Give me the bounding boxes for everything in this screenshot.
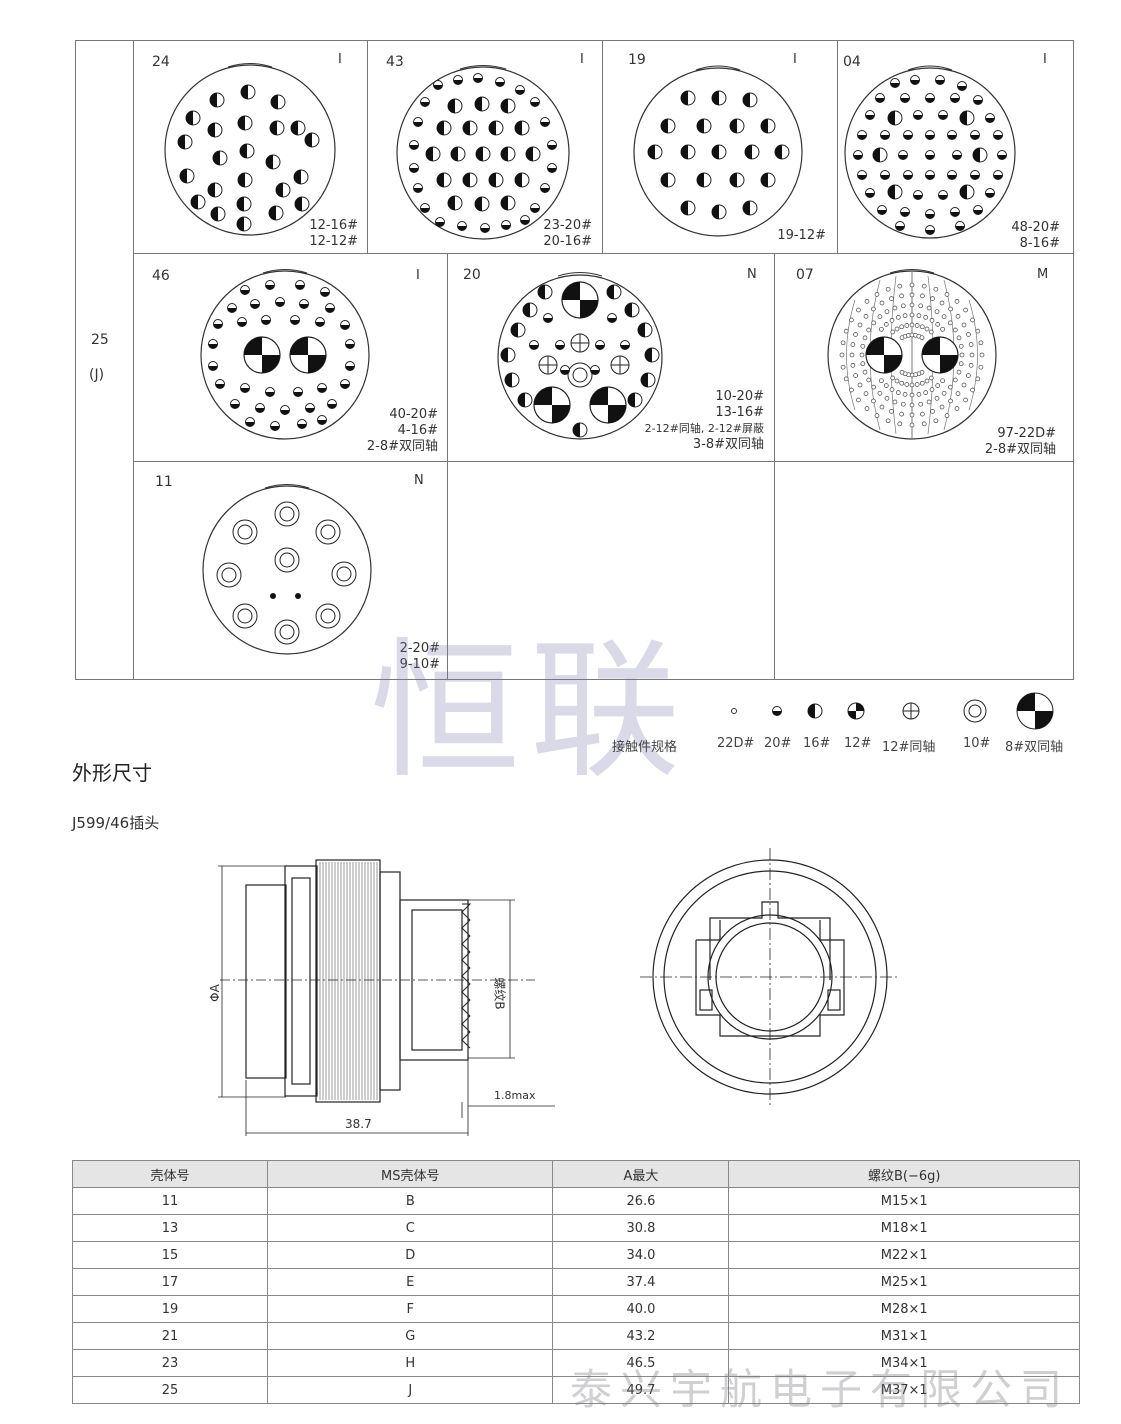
legend-symbols <box>731 692 1054 730</box>
insert-11-diagram <box>202 484 372 655</box>
model-title: J599/46插头 <box>72 814 160 832</box>
table-cell: H <box>267 1349 554 1377</box>
insert-20-diagram <box>497 272 663 440</box>
insert-24-diagram <box>164 63 336 236</box>
dimension-phi-a: ΦA <box>207 984 222 1002</box>
contact-spec: 12-16#12-12# <box>309 218 358 249</box>
table-cell: M22×1 <box>728 1241 1080 1269</box>
table-cell: E <box>267 1268 554 1296</box>
arrangement-type: I <box>338 52 342 67</box>
legend-16: 16# <box>803 736 831 751</box>
table-cell: 19 <box>71 1295 269 1323</box>
arrangement-type: I <box>1043 52 1047 67</box>
contact-spec: 23-20#20-16# <box>543 218 592 249</box>
table-cell: 37.4 <box>552 1268 730 1296</box>
insert-arrangement-diagrams <box>164 63 1016 655</box>
contact-spec: 97-22D#2-8#双同轴 <box>984 426 1056 457</box>
legend-8-twinax: 8#双同轴 <box>1005 740 1064 755</box>
legend-12: 12# <box>844 736 872 751</box>
legend-10: 10# <box>963 736 991 751</box>
arrangement-no: 24 <box>152 54 170 70</box>
arrangement-no: 19 <box>628 52 646 68</box>
dimension-thread-b: 螺纹B <box>492 977 507 1010</box>
table-cell: 30.8 <box>552 1214 730 1242</box>
table-cell: M28×1 <box>728 1295 1080 1323</box>
shell-size-label: 25 <box>91 332 109 348</box>
arrangement-no: 20 <box>463 267 481 283</box>
table-cell: 26.6 <box>552 1187 730 1215</box>
arrangement-no: 43 <box>386 54 404 70</box>
arrangement-type: N <box>414 473 424 488</box>
arrangement-type: I <box>580 52 584 67</box>
legend-20: 20# <box>764 736 792 751</box>
table-cell: C <box>267 1214 554 1242</box>
col-header-thread-b: 螺纹B(−6g) <box>728 1160 1080 1188</box>
table-cell: M37×1 <box>728 1376 1080 1404</box>
arrangement-type: I <box>793 52 797 67</box>
legend-title: 接触件规格 <box>612 740 678 755</box>
insert-46-diagram <box>200 269 370 440</box>
arrangement-type: N <box>747 267 757 282</box>
table-cell: B <box>267 1187 554 1215</box>
insert-43-diagram <box>396 65 570 240</box>
table-cell: M31×1 <box>728 1322 1080 1350</box>
col-header-shell: 壳体号 <box>71 1160 269 1188</box>
table-cell: D <box>267 1241 554 1269</box>
table-cell: J <box>267 1376 554 1404</box>
table-cell: 49.7 <box>552 1376 730 1404</box>
col-header-ms-shell: MS壳体号 <box>267 1160 554 1188</box>
contact-spec: 48-20#8-16# <box>1011 220 1060 251</box>
table-cell: 11 <box>71 1187 269 1215</box>
table-cell: 43.2 <box>552 1322 730 1350</box>
contact-spec: 2-20#9-10# <box>399 641 440 672</box>
table-cell: G <box>267 1322 554 1350</box>
arrangement-no: 07 <box>796 267 814 283</box>
arrangement-type: I <box>416 268 420 283</box>
table-cell: 40.0 <box>552 1295 730 1323</box>
outline-drawing <box>218 848 900 1136</box>
insert-19-diagram <box>633 65 803 237</box>
legend-12-coax: 12#同轴 <box>882 740 936 755</box>
dimension-length: 38.7 <box>345 1117 372 1131</box>
section-title: 外形尺寸 <box>72 761 152 785</box>
watermark-logo-text: 恒联 <box>370 625 691 799</box>
arrangement-no: 11 <box>155 474 173 490</box>
table-cell: F <box>267 1295 554 1323</box>
table-cell: 23 <box>71 1349 269 1377</box>
arrangement-no: 04 <box>843 54 861 70</box>
table-cell: M18×1 <box>728 1214 1080 1242</box>
table-cell: 15 <box>71 1241 269 1269</box>
arrangement-type: M <box>1037 267 1049 282</box>
table-cell: 17 <box>71 1268 269 1296</box>
insert-07-diagram <box>827 269 997 440</box>
insert-04-diagram <box>844 65 1016 239</box>
watermark-company: 泰兴宇航电子有限公司 <box>570 1365 1071 1414</box>
table-cell: 34.0 <box>552 1241 730 1269</box>
shell-size-sub: (J) <box>89 367 105 383</box>
arrangement-no: 46 <box>152 268 170 284</box>
table-cell: 13 <box>71 1214 269 1242</box>
table-cell: M25×1 <box>728 1268 1080 1296</box>
table-cell: 25 <box>71 1376 269 1404</box>
legend-22d: 22D# <box>717 736 755 751</box>
contact-spec: 19-12# <box>777 228 826 243</box>
table-cell: 21 <box>71 1322 269 1350</box>
dimension-max-gap: 1.8max <box>494 1089 536 1102</box>
table-cell: M15×1 <box>728 1187 1080 1215</box>
contact-spec: 40-20#4-16#2-8#双同轴 <box>366 407 438 454</box>
col-header-a-max: A最大 <box>552 1160 730 1188</box>
